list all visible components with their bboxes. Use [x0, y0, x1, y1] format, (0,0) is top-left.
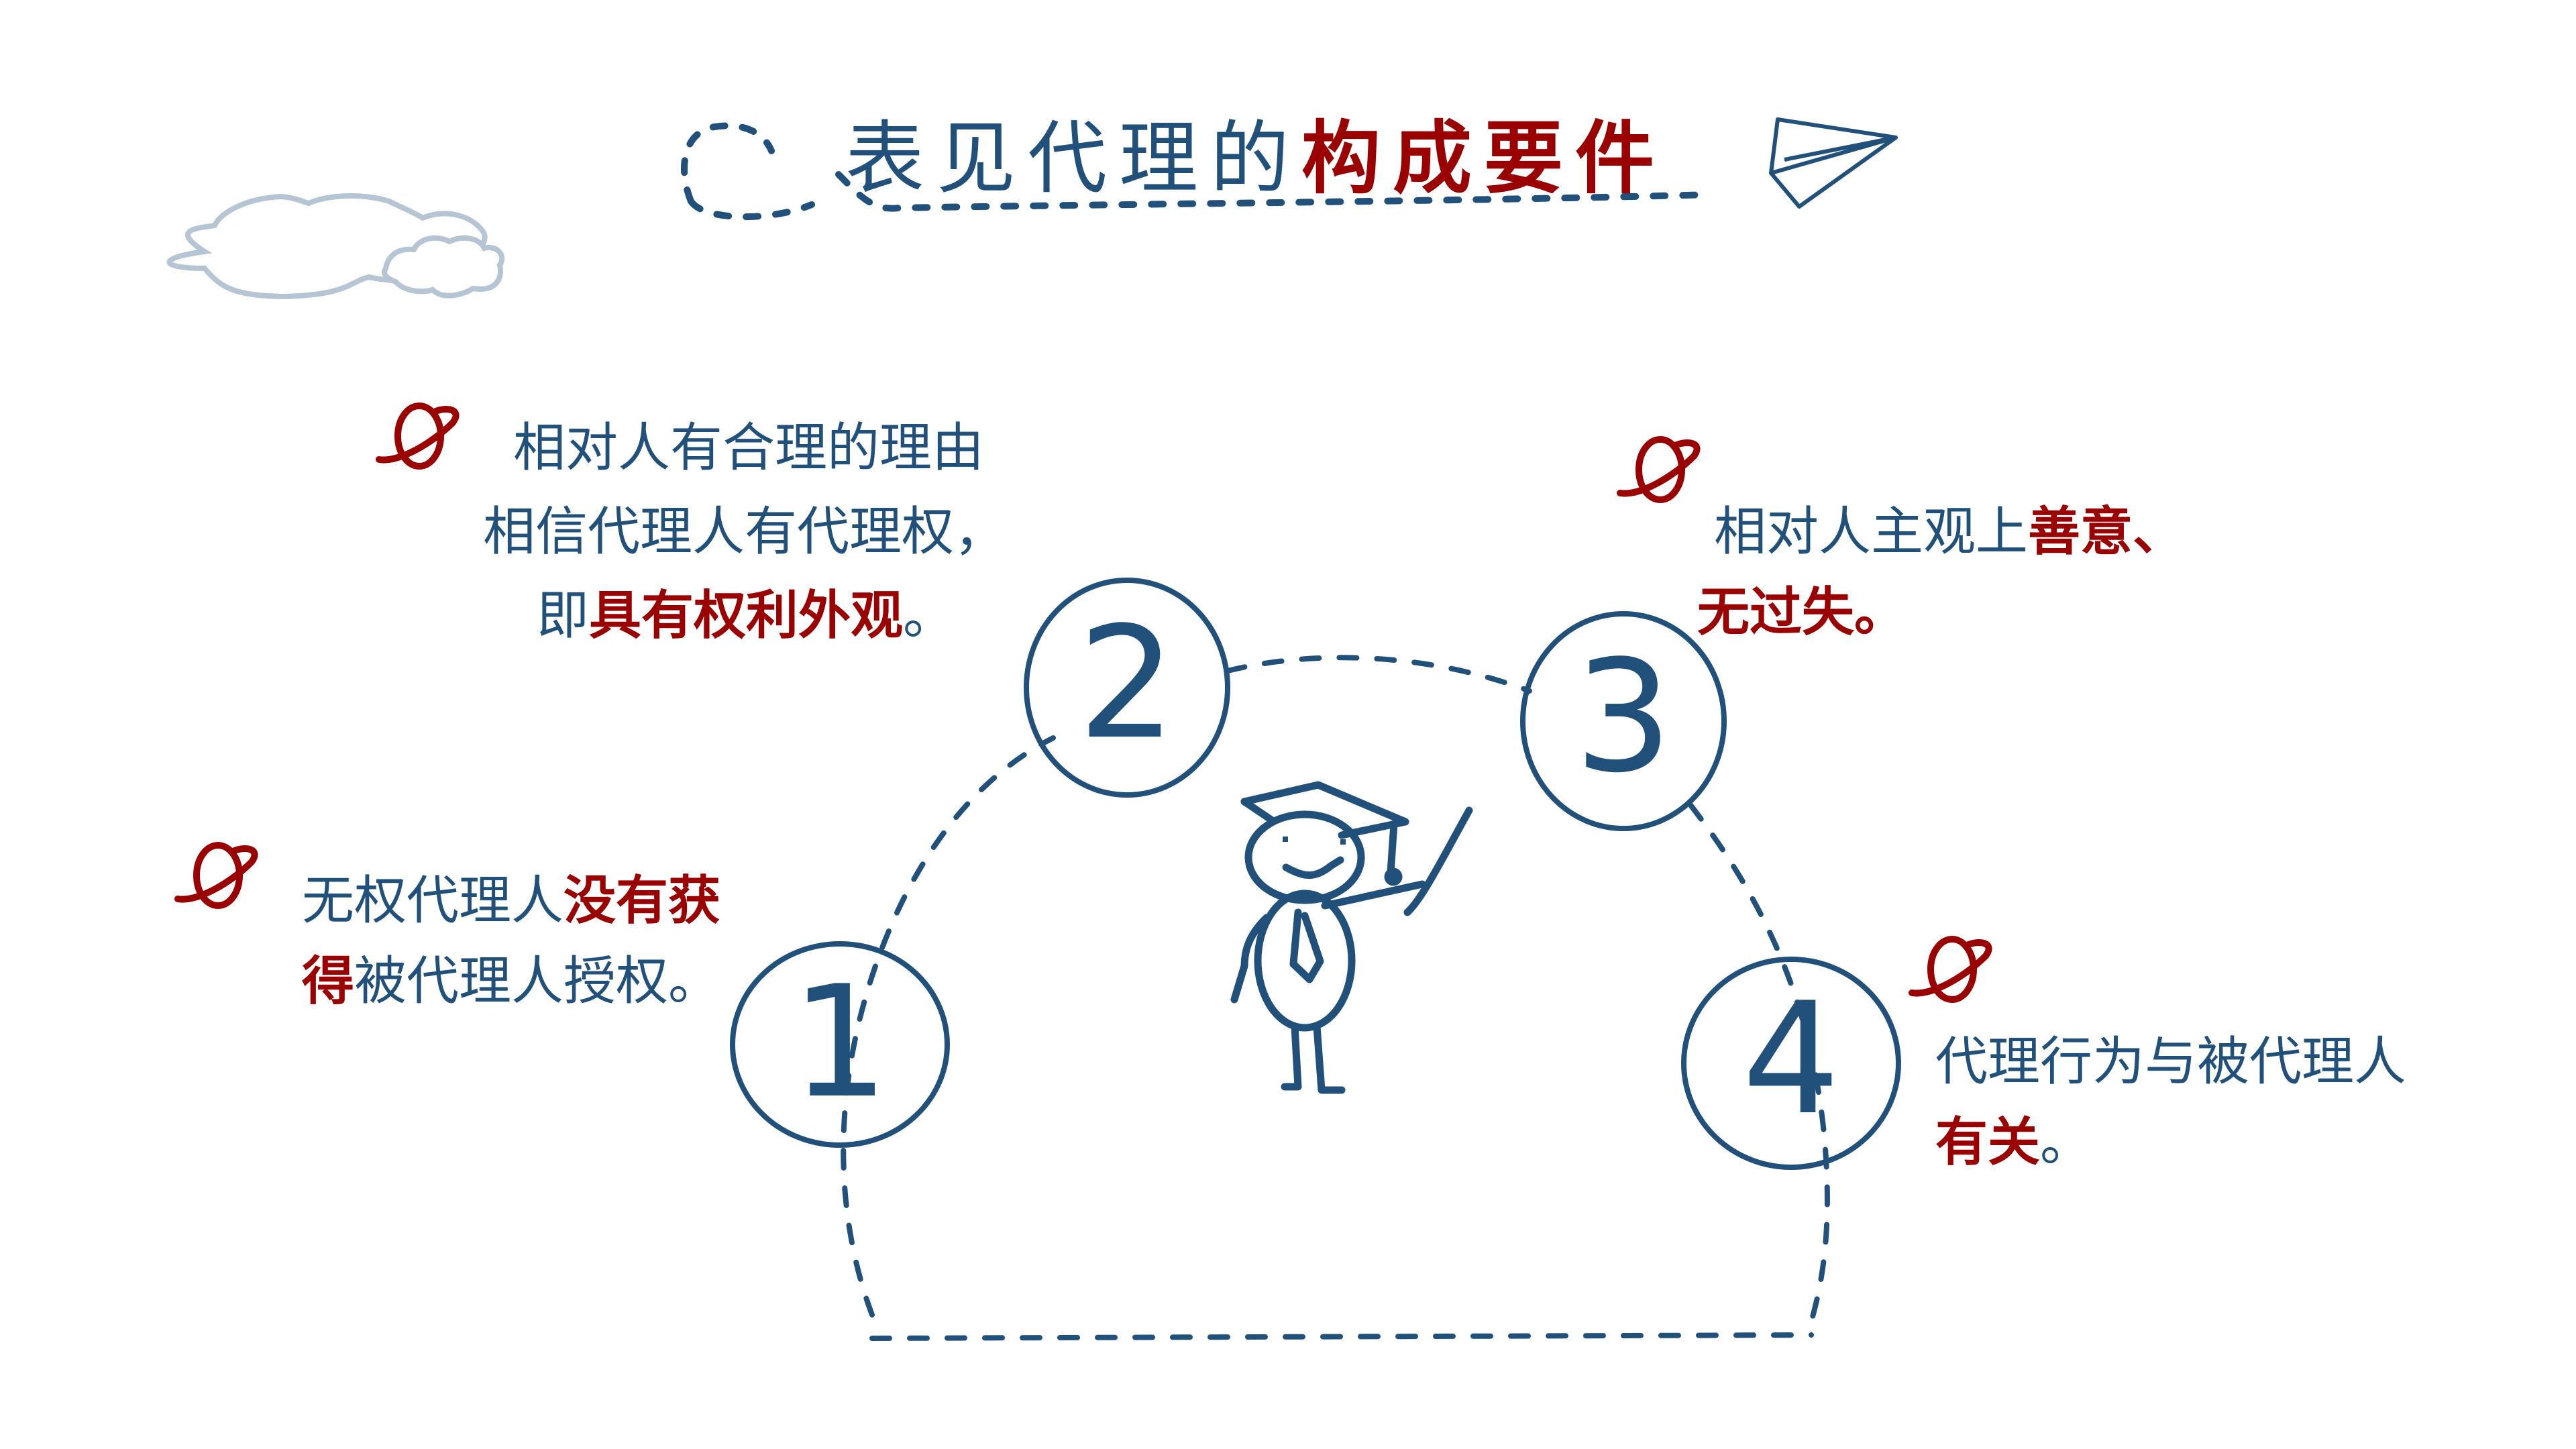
number-1-label: 1	[790, 953, 890, 1132]
item-4-emphasis: 有关	[1935, 1112, 2041, 1173]
page-title: 表见代理的 构成要件	[845, 101, 1666, 205]
item-1-line-1-text: 无权代理人	[302, 871, 564, 931]
paper-airplane-icon	[1769, 117, 1898, 209]
item-2-line-2: 相信代理人有代理权，	[483, 490, 1006, 574]
item-1-line-2: 得被代理人授权。	[302, 939, 720, 1024]
circle-1	[730, 941, 950, 1148]
item-4-line-2: 有关。	[1935, 1100, 2092, 1185]
number-3-label: 3	[1574, 628, 1673, 807]
item-2-line-3-end: 。	[903, 586, 956, 646]
number-4-label: 4	[1741, 970, 1841, 1149]
cloud-icon	[166, 193, 505, 300]
item-2-line-3: 即具有权利外观。	[537, 574, 955, 658]
item-2-line-1-text: 相对人有合理的理由	[513, 418, 985, 478]
item-4-line-2-end: 。	[2040, 1112, 2093, 1173]
item-1-line-2-text: 被代理人授权。	[354, 951, 721, 1012]
item-3-line-1-text: 相对人主观上	[1714, 502, 2029, 562]
item-2-line-3-text: 即	[537, 586, 590, 646]
circle-2	[1024, 578, 1230, 798]
title-part-1: 表见代理的	[845, 111, 1302, 205]
item-4-line-1: 代理行为与被代理人	[1935, 1020, 2406, 1104]
circle-3	[1520, 611, 1727, 831]
item-3-emphasis-1: 善意、	[2028, 502, 2186, 562]
planet-bullets	[174, 402, 1992, 1003]
item-2-line-1: 相对人有合理的理由	[513, 406, 984, 490]
item-2-line-2-text: 相信代理人有代理权，	[483, 502, 1007, 562]
item-2-emphasis: 具有权利外观	[589, 586, 904, 646]
number-2-label: 2	[1077, 594, 1177, 773]
planet-bullet-icon-1	[174, 842, 258, 909]
title-dashed-swoosh	[681, 122, 1714, 221]
circle-4	[1681, 957, 1901, 1170]
planet-bullet-icon-3	[1617, 436, 1701, 503]
item-3-line-2-end: 。	[1854, 582, 1907, 643]
item-3-line-2: 无过失。	[1697, 570, 1907, 655]
planet-bullet-icon-4	[1909, 936, 1992, 1003]
planet-bullet-icon-2	[376, 402, 460, 470]
title-part-2: 构成要件	[1301, 111, 1667, 205]
item-1-line-1: 无权代理人没有获	[302, 859, 720, 943]
number-circles	[730, 578, 1901, 1170]
item-3-emphasis-2: 无过失	[1697, 582, 1855, 643]
item-4-line-1-text: 代理行为与被代理人	[1935, 1032, 2407, 1092]
graduate-figure-icon	[1230, 781, 1473, 1094]
item-1-emphasis-2: 得	[302, 951, 355, 1012]
dashed-arch	[841, 655, 1830, 1341]
item-1-emphasis-1: 没有获	[564, 871, 721, 931]
item-3-line-1: 相对人主观上善意、	[1714, 490, 2185, 574]
